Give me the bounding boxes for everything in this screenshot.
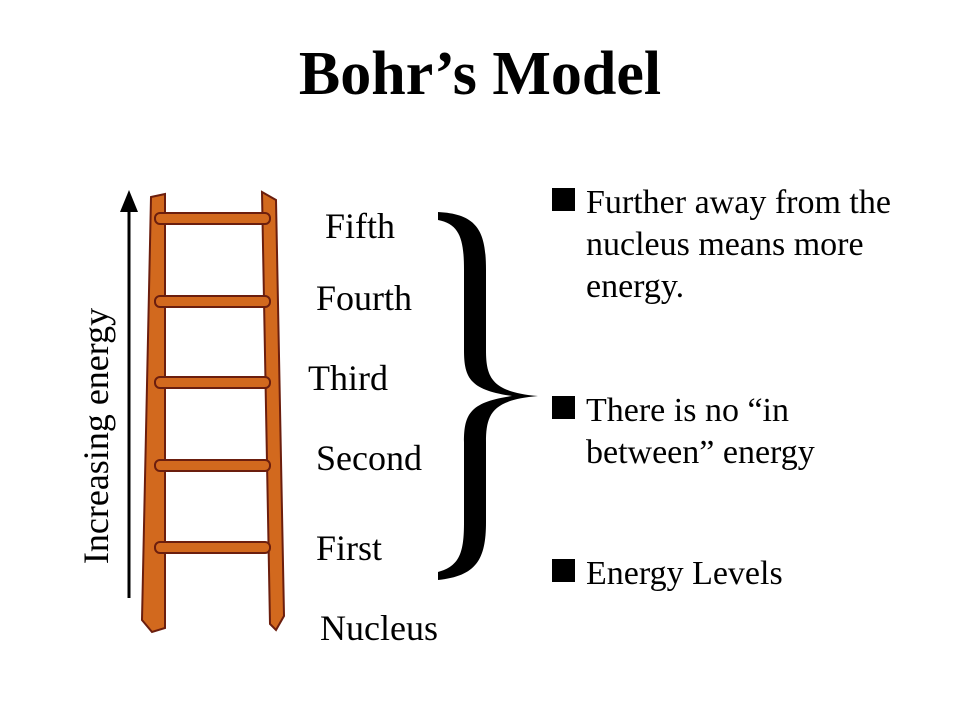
bullet-text: There is no “in between” energy bbox=[586, 392, 815, 471]
energy-arrow bbox=[120, 190, 138, 598]
ladder-right-rail bbox=[260, 190, 286, 632]
ladder-rung-second bbox=[154, 459, 271, 472]
level-label-first: First bbox=[316, 528, 383, 568]
level-label-third: Third bbox=[308, 358, 388, 398]
axis-label-increasing-energy: Increasing energy bbox=[76, 307, 116, 565]
bullet-square-icon bbox=[552, 188, 575, 211]
level-label-fifth: Fifth bbox=[325, 206, 396, 246]
bullet-text: Energy Levels bbox=[586, 555, 783, 592]
ladder-icon bbox=[140, 190, 286, 634]
ladder-rung-fourth bbox=[154, 295, 271, 308]
bullet-text: Further away from the nucleus means more… bbox=[586, 184, 891, 305]
bullet-square-icon bbox=[552, 396, 575, 419]
ladder-left-rail bbox=[140, 192, 166, 634]
level-label-fourth: Fourth bbox=[316, 278, 413, 318]
ladder-rung-first bbox=[154, 541, 271, 554]
ladder-rung-third bbox=[154, 376, 271, 389]
level-label-nucleus: Nucleus bbox=[320, 608, 438, 648]
ladder-rung-fifth bbox=[154, 212, 271, 225]
curly-brace bbox=[438, 212, 538, 580]
slide-title: Bohr’s Model bbox=[298, 40, 662, 108]
level-label-second: Second bbox=[316, 438, 422, 478]
bullet-square-icon bbox=[552, 559, 575, 582]
